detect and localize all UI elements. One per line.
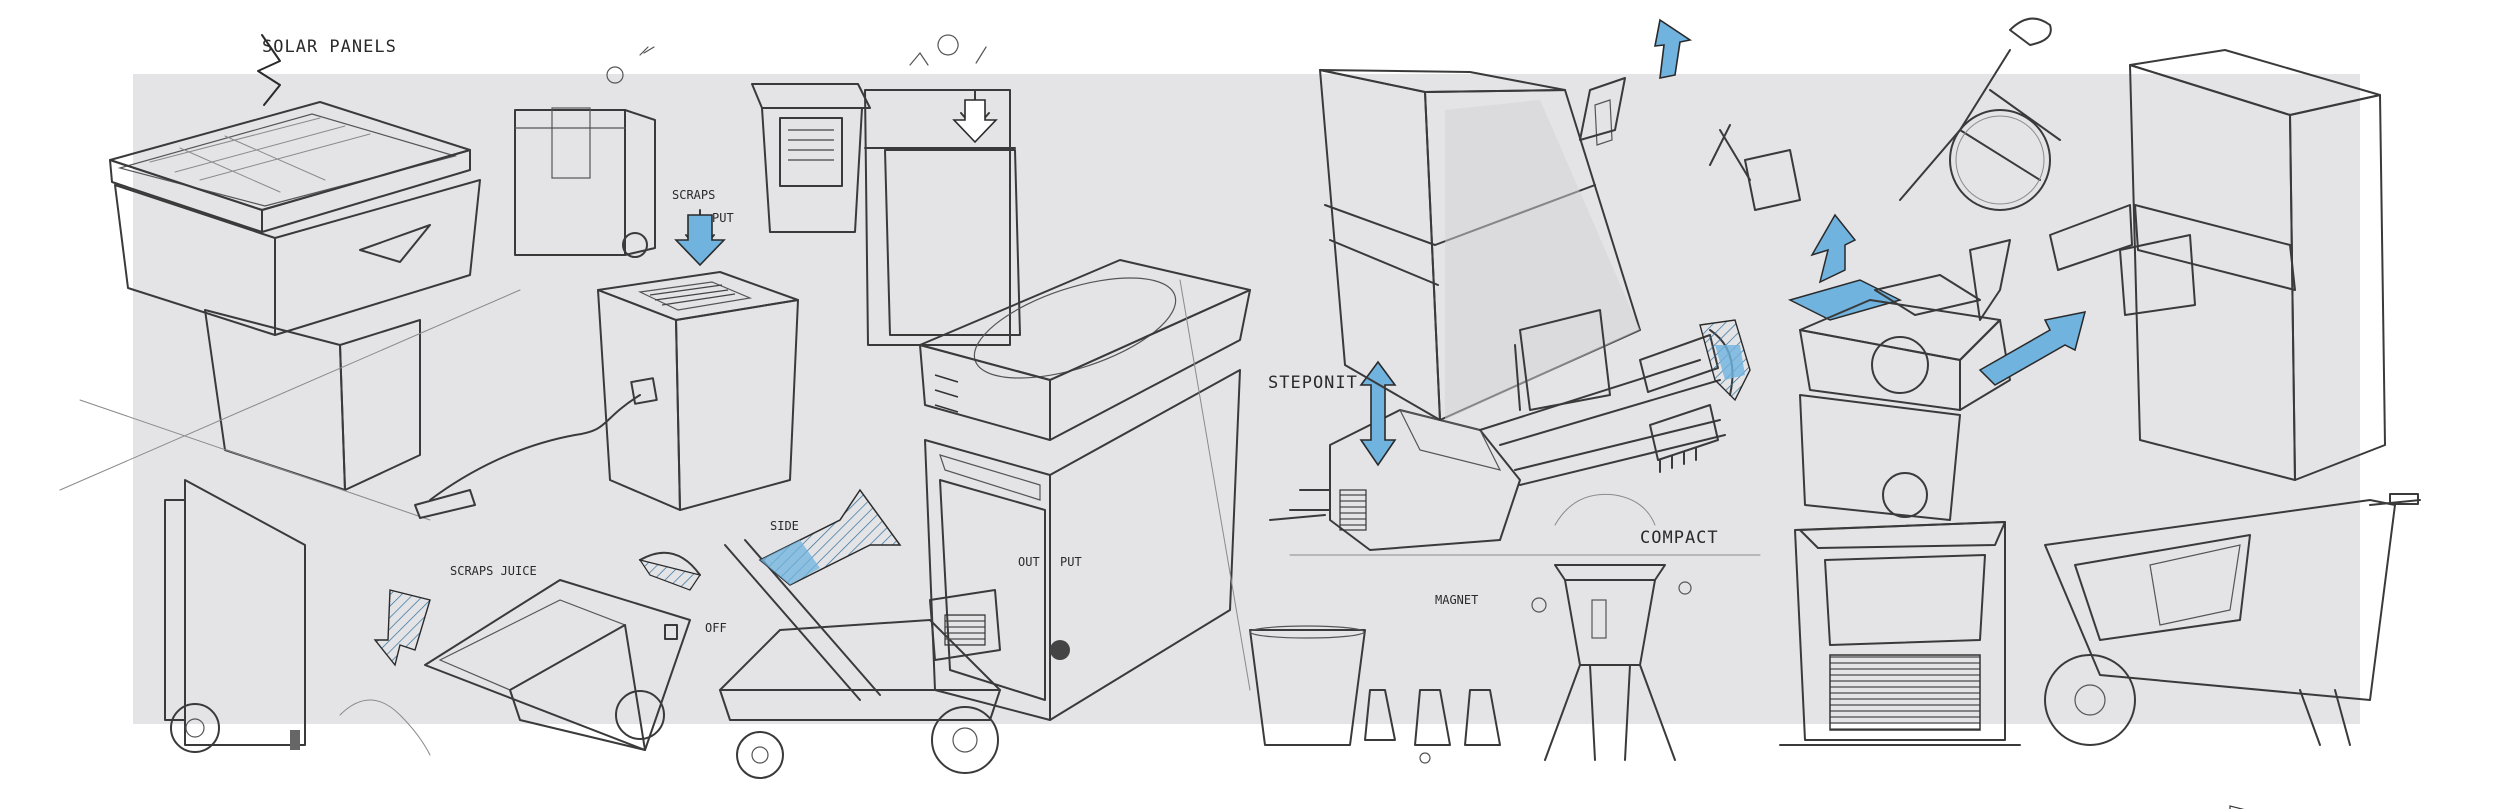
put-label-center: PUT — [1060, 555, 1082, 569]
scrap-box-with-scoop-sketch: SCRAPS PUT — [414, 188, 799, 519]
out-label: OUT — [1018, 555, 1040, 569]
solar-panels-label: SOLAR PANELS — [262, 37, 397, 57]
central-composter-sketch: OUT PUT — [919, 259, 1251, 721]
wheelbarrow-composter-sketch — [2044, 493, 2421, 746]
bicycle-grinder-sketch — [1709, 17, 2061, 321]
step-on-it-label: STEPONIT — [1268, 373, 1358, 393]
step-on-composter-sketch: STEPONIT MAGNET COMPACT — [1268, 334, 1761, 607]
magnet-label: MAGNET — [1435, 593, 1478, 607]
scraps-juice-label: SCRAPS JUICE — [450, 564, 537, 578]
tall-cabinet-unit-sketch — [2049, 49, 2386, 809]
tall-wheeled-bin-sketch — [164, 479, 306, 753]
under-sink-unit-sketch — [514, 46, 656, 258]
fridge-style-unit-sketch — [1319, 18, 1693, 421]
background-block-left — [133, 74, 1250, 724]
side-label: SIDE — [770, 519, 799, 533]
drawer-unit-sketch — [864, 34, 1021, 346]
tipping-scrap-bin-sketch: SCRAPS JUICE OFF — [339, 551, 727, 756]
countertop-caddy-sketch — [751, 83, 871, 233]
put-label-left: PUT — [712, 211, 734, 225]
solar-bin-sketch: SOLAR PANELS — [59, 34, 521, 521]
accessory-sketches — [1249, 564, 1692, 764]
background-block-right — [1250, 74, 2360, 724]
compact-label: COMPACT — [1640, 528, 1719, 548]
off-label: OFF — [705, 621, 727, 635]
grinder-machine-sketch — [1699, 239, 2087, 521]
scraps-label: SCRAPS — [672, 188, 715, 202]
compactor-bin-sketch — [1779, 521, 2021, 746]
side-loading-cart-sketch: SIDE — [719, 488, 1001, 779]
